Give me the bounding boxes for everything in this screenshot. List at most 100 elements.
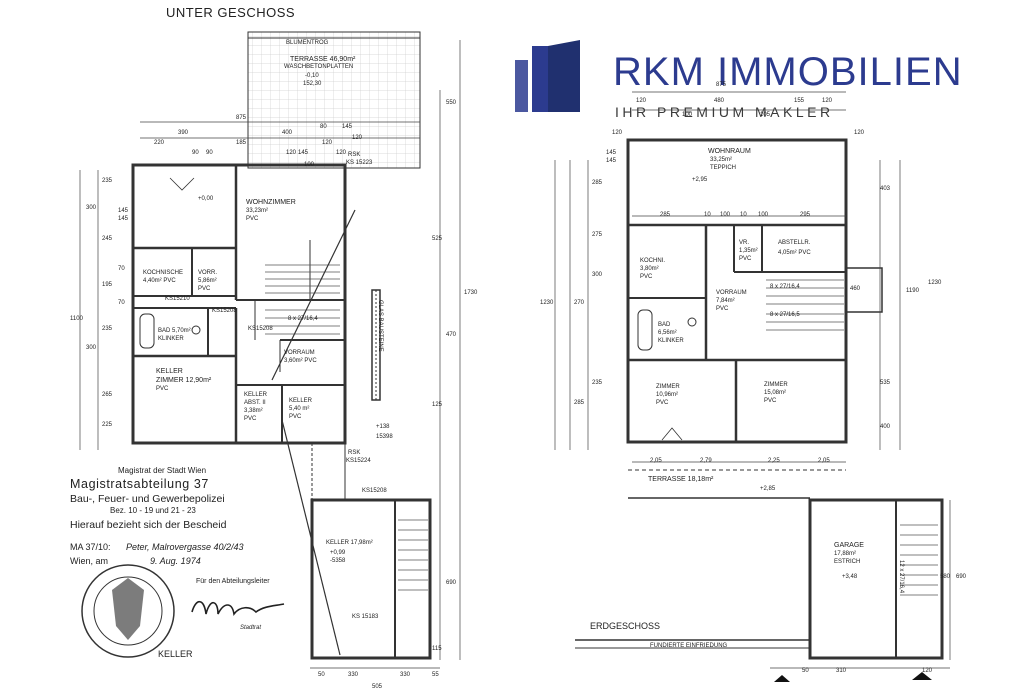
abstellr-name: ABSTELLR. xyxy=(778,240,811,246)
dim-rt-14: 295 xyxy=(800,212,811,218)
dim-rt-11: 100 xyxy=(720,212,731,218)
dim-lt-12: 145 xyxy=(298,150,309,156)
dim-lb-0: 330 xyxy=(348,672,359,678)
garage-area: 17,88m² xyxy=(834,551,857,557)
wohnzimmer-name: WOHNZIMMER xyxy=(246,199,296,206)
vorraum-right-floor: PVC xyxy=(716,306,729,312)
dim-lt-0: 875 xyxy=(236,115,247,121)
stairs-right-2: 8 x 27/16,5 xyxy=(770,312,800,318)
code-ks15224: KS15224 xyxy=(346,458,371,464)
vorr-area: 5,86m² xyxy=(198,278,217,284)
dim-lt-1: 390 xyxy=(178,130,189,136)
dim-rb-2: 50 xyxy=(802,668,809,674)
zimmer2-name: ZIMMER xyxy=(764,382,788,388)
keller-big-name: KELLER 17,98m² xyxy=(326,540,373,546)
zimmer2-area: 15,08m² xyxy=(764,390,787,396)
bad-right-area: 6,56m² xyxy=(658,330,677,336)
garage-level: +3,48 xyxy=(842,574,858,580)
blumentrog-label: BLUMENTROG xyxy=(286,40,329,46)
dim-lt-11: 120 xyxy=(286,150,297,156)
dim-rs-2: 285 xyxy=(592,180,603,186)
terrace-floor: WASCHBETONPLATTEN xyxy=(284,64,354,70)
dim-rb-0: 310 xyxy=(836,668,847,674)
bathtub-left xyxy=(139,313,155,349)
keller-abst-sub: ABST. II xyxy=(244,400,266,406)
code-rsk-1: RSK xyxy=(348,152,361,158)
dim-lr-4: 125 xyxy=(432,402,443,408)
dim-rs-6: 270 xyxy=(574,300,585,306)
dim-lt-13: 120 xyxy=(336,150,347,156)
code-ks15208-b: KS15208 xyxy=(248,326,273,332)
wohnraum-area: 33,25m² xyxy=(710,157,733,163)
vr-area: 1,35m² xyxy=(739,248,758,254)
stamp-for: Für den Abteilungsleiter xyxy=(196,578,270,585)
vorraum-right-area: 7,84m² xyxy=(716,298,735,304)
vorr-floor: PVC xyxy=(198,286,211,292)
dim-lr-0: 550 xyxy=(446,100,457,106)
stamp-line2: Magistratsabteilung 37 xyxy=(70,477,209,491)
dim-rs-4: 1230 xyxy=(540,300,554,306)
stairs-garage: 12 x 27/16,4 xyxy=(898,560,904,594)
dim-rt-8: 120 xyxy=(854,130,865,136)
brand-tagline: IHR PREMIUM MAKLER xyxy=(615,104,834,120)
terrace-area xyxy=(247,31,421,169)
dim-rt-5: 120 xyxy=(612,130,623,136)
terrasse-right-name: TERRASSE 18,18m² xyxy=(648,476,714,483)
code-rsk-2: RSK xyxy=(348,450,361,456)
stamp-line1: Magistrat der Stadt Wien xyxy=(118,466,207,475)
dim-lt-10: 90 xyxy=(206,150,213,156)
wohnzimmer-floor: PVC xyxy=(246,216,259,222)
wohnraum-floor: TEPPICH xyxy=(710,165,737,171)
wohnzimmer-area: 33,23m² xyxy=(246,208,269,214)
dim-rr-7: 690 xyxy=(956,574,967,580)
zimmer1-floor: PVC xyxy=(656,400,669,406)
stairs-right-1: 8 x 27/16,4 xyxy=(770,284,800,290)
zimmer1-name: ZIMMER xyxy=(656,384,680,390)
zimmer2-floor: PVC xyxy=(764,398,777,404)
vorr-name: VORR. xyxy=(198,270,218,276)
code-ks15208-c: KS15208 xyxy=(362,488,387,494)
dim-rm-3: 2,05 xyxy=(818,458,830,464)
brand-name: RKM IMMOBILIEN xyxy=(613,50,963,94)
dim-ls-10: 300 xyxy=(86,345,97,351)
bathtub-right xyxy=(637,309,653,351)
dim-rt-6: 100 xyxy=(682,112,693,118)
bad-right-floor: KLINKER xyxy=(658,338,684,344)
dim-rt-3: 155 xyxy=(794,98,805,104)
dim-ls-5: 70 xyxy=(118,266,125,272)
dim-rt-1: 120 xyxy=(636,98,647,104)
dim-lt-5: 120 xyxy=(352,135,363,141)
abstellr-area: 4,05m² PVC xyxy=(778,250,811,256)
right-plan-title: ERDGESCHOSS xyxy=(590,621,661,631)
level-000: +0,00 xyxy=(198,196,214,202)
kochni-name: KOCHNI. xyxy=(640,258,666,264)
terrace-level2: 152,30 xyxy=(303,81,322,87)
terrasse-right-level: +2,85 xyxy=(760,486,776,492)
keller-big-l1: +0,99 xyxy=(330,550,346,556)
code-ks15183: KS 15183 xyxy=(352,614,379,620)
dim-lr-3: 1730 xyxy=(464,290,478,296)
kellerzimmer-name: KELLER xyxy=(156,368,183,375)
dim-lt-3: 80 xyxy=(320,124,327,130)
dim-rt-2: 480 xyxy=(714,98,725,104)
bad-left-floor: KLINKER xyxy=(158,336,184,342)
keller-small-name: KELLER xyxy=(289,398,313,404)
stamp-line4: Bez. 10 - 19 und 21 - 23 xyxy=(110,506,196,515)
dim-rb-1: 120 xyxy=(922,668,933,674)
brand-watermark: RKM IMMOBILIEN IHR PREMIUM MAKLER xyxy=(515,36,1005,126)
dim-rt-12: 10 xyxy=(740,212,747,218)
signature xyxy=(191,600,285,616)
dim-ls-12: 225 xyxy=(102,422,113,428)
dim-ls-0: 235 xyxy=(102,178,113,184)
garage-name: GARAGE xyxy=(834,542,864,549)
vorraum-left-name: VORRAUM xyxy=(284,350,315,356)
dim-rm-2: 2,25 xyxy=(768,458,780,464)
left-plan-footer: KELLER xyxy=(158,649,193,659)
keller-small-floor: PVC xyxy=(289,414,302,420)
dim-rt-10: 10 xyxy=(704,212,711,218)
stamp-line5: Hierauf bezieht sich der Bescheid xyxy=(70,519,227,531)
keller-abst-floor: PVC xyxy=(244,416,257,422)
dim-rr-4: 535 xyxy=(880,380,891,386)
stamp-ma-hand: Peter, Malrovergasse 40/2/43 xyxy=(126,542,244,552)
